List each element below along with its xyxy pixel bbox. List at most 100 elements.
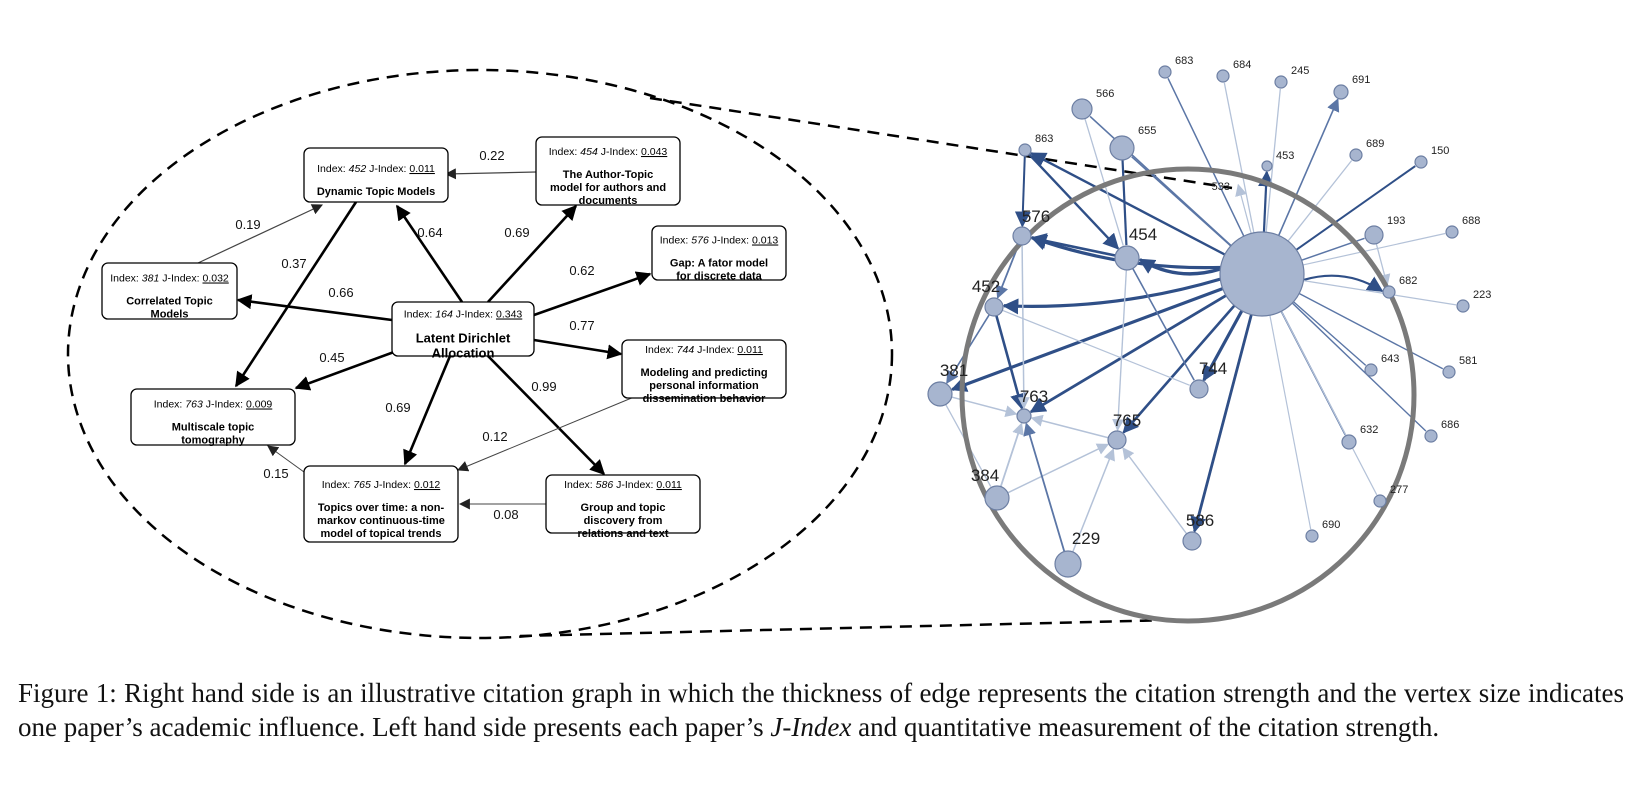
graph-node-label: 763 <box>1020 387 1048 406</box>
graph-edge-452-763 <box>995 315 1026 410</box>
graph-edge-164-581 <box>1298 292 1444 370</box>
graph-edge-566-454 <box>1084 118 1124 246</box>
graph-node-label: 682 <box>1399 275 1417 287</box>
paper-title-line: markov continuous-time <box>317 515 445 527</box>
graph-node-label: 690 <box>1322 519 1340 531</box>
paper-index-line: Index: 381 J-Index: 0.032 <box>110 273 229 285</box>
paper-index-line: Index: 765 J-Index: 0.012 <box>322 479 441 491</box>
graph-node-453 <box>1261 160 1273 172</box>
figure-caption: Figure 1: Right hand side is an illustra… <box>18 676 1624 744</box>
graph-edge-655-454 <box>1121 159 1128 246</box>
graph-node-454 <box>1114 245 1140 271</box>
graph-edges <box>945 77 1457 553</box>
graph-node-229 <box>1054 550 1082 578</box>
graph-edge-384-765 <box>1007 443 1110 494</box>
graph-edge-164-691 <box>1277 98 1340 236</box>
paper-box-frame <box>303 465 459 543</box>
graph-node-452 <box>984 297 1004 317</box>
graph-edge-164-863 <box>1029 152 1226 256</box>
paper-box-frame <box>101 262 238 320</box>
graph-node-683 <box>1158 65 1172 79</box>
graph-node-643 <box>1364 363 1378 377</box>
paper-title-line: for discrete data <box>676 271 762 283</box>
graph-edge-452-744 <box>1002 309 1190 386</box>
graph-edge-164-453 <box>1258 170 1275 233</box>
graph-edge-576-763 <box>1017 244 1030 410</box>
left-edge-164-381 <box>236 294 393 322</box>
graph-node-label: 744 <box>1199 359 1227 378</box>
left-edge-164-452 <box>395 204 464 303</box>
paper-box-frame <box>391 301 535 357</box>
graph-node-581 <box>1442 365 1456 379</box>
graph-node-765 <box>1107 430 1127 450</box>
paper-box-frame <box>545 474 701 534</box>
graph-edge-164-533 <box>1235 183 1252 234</box>
graph-edge-164-193 <box>1301 237 1365 261</box>
left-edge-164-765 <box>403 355 452 466</box>
graph-node-label: 277 <box>1390 484 1408 496</box>
graph-edge-164-245 <box>1265 88 1281 233</box>
graph-edge-454-765 <box>1112 269 1128 432</box>
paper-index-line: Index: 454 J-Index: 0.043 <box>549 146 668 158</box>
paper-index-line: Index: 164 J-Index: 0.343 <box>404 309 523 321</box>
graph-node-label: 223 <box>1473 289 1491 301</box>
paper-title-line: Topics over time: a non- <box>318 502 445 514</box>
graph-node-688 <box>1445 225 1459 239</box>
graph-node-744 <box>1189 379 1209 399</box>
caption-text: Figure 1: Right hand side is an illustra… <box>18 678 1624 742</box>
graph-node-label: 632 <box>1360 424 1378 436</box>
paper-title-line: Gap: A fator model <box>670 258 768 270</box>
graph-node-689 <box>1349 148 1363 162</box>
graph-node-label: 453 <box>1276 150 1294 162</box>
graph-edge-164-684 <box>1223 82 1255 233</box>
paper-box-frame <box>651 225 787 281</box>
graph-node-label: 193 <box>1387 215 1405 227</box>
graph-edge-164-381 <box>950 287 1224 392</box>
paper-title-line: model of topical trends <box>320 528 441 540</box>
graph-edge-164-150 <box>1295 165 1416 251</box>
graph-node-686 <box>1424 429 1438 443</box>
paper-box-frame <box>303 147 449 203</box>
graph-node-632 <box>1341 434 1357 450</box>
edge-weight-label: 0.12 <box>482 429 507 444</box>
edge-weight-label: 0.66 <box>328 285 353 300</box>
graph-edge-586-765 <box>1122 447 1188 535</box>
paper-title-line: documents <box>579 195 638 207</box>
paper-title-line: Dynamic Topic Models <box>317 186 435 198</box>
paper-index-line: Index: 763 J-Index: 0.009 <box>154 399 273 411</box>
graph-edge-164-689 <box>1287 160 1353 242</box>
graph-node-763 <box>1016 408 1032 424</box>
graph-node-691 <box>1333 84 1349 100</box>
graph-node-label: 689 <box>1366 138 1384 150</box>
paper-box-frame <box>130 388 296 446</box>
graph-edge-164-690 <box>1269 315 1312 530</box>
left-edge-164-586 <box>487 355 606 476</box>
graph-node-863 <box>1018 143 1032 157</box>
paper-box-frame <box>535 136 681 206</box>
paper-title-line: Multiscale topic <box>172 422 255 434</box>
zoom-ellipse <box>66 68 894 640</box>
paper-title-line: Latent Dirichlet <box>416 331 511 346</box>
graph-node-label: 863 <box>1035 133 1053 145</box>
left-edge-452-763 <box>234 201 358 388</box>
edge-weight-label: 0.62 <box>569 263 594 278</box>
graph-edge-454-576 <box>1030 233 1116 257</box>
edge-weight-label: 0.37 <box>281 256 306 271</box>
paper-index-line: Index: 586 J-Index: 0.011 <box>564 479 682 491</box>
graph-edge-454-744 <box>1132 268 1195 381</box>
edge-weight-label: 0.08 <box>493 507 518 522</box>
graph-edge-229-763 <box>1023 422 1066 552</box>
left-edge-765-763 <box>267 445 305 473</box>
graph-node-193 <box>1364 225 1384 245</box>
graph-edge-164-763 <box>1029 294 1227 414</box>
graph-edge-164-277 <box>1280 310 1378 496</box>
